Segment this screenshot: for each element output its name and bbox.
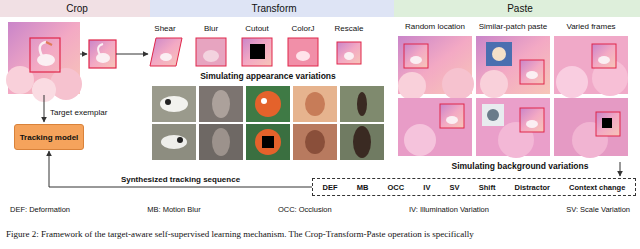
node-text: SV — [450, 183, 460, 192]
abbreviation-row: DEF: Deformation MB: Motion Blur OCC: Occl… — [10, 205, 630, 214]
abbreviation-text: IV: Illumination Variation — [409, 205, 489, 214]
annotation-label: Simulating appearance variations — [200, 71, 336, 81]
appearance-examples — [152, 86, 384, 160]
variation-box: DEF MB OCC IV SV Shift Distractor Context chang… — [312, 178, 636, 196]
figure-caption: Figure 2: Framework of the target-aware … — [6, 229, 474, 239]
annotation-label: Cutout — [245, 24, 269, 33]
annotation-label: Blur — [204, 24, 218, 33]
annotation-label: Simulating background variations — [452, 161, 589, 171]
abbreviation-text: SV: Scale Variation — [566, 205, 630, 214]
annotation-label: ColorJ — [291, 24, 314, 33]
annotation-label: Varied frames — [566, 22, 615, 31]
crop-image — [6, 22, 82, 102]
node-text: Paste — [507, 3, 533, 14]
abbreviation-text: OCC: Occlusion — [278, 205, 332, 214]
abbreviation-text: MB: Motion Blur — [147, 205, 200, 214]
annotation-label: Target exemplar — [50, 108, 107, 117]
annotation-label: Random location — [405, 22, 465, 31]
annotation-label: Rescale — [335, 24, 364, 33]
node-text: Context change — [569, 183, 625, 192]
cropped-target — [89, 40, 116, 68]
node-text: Shift — [479, 183, 496, 192]
connector-arrow — [49, 151, 312, 187]
section-band: Transform — [150, 0, 398, 17]
node-text: Crop — [66, 3, 88, 14]
node-text: Transform — [251, 3, 296, 14]
node-text: IV — [423, 183, 430, 192]
annotation-label: Similar-patch paste — [479, 22, 547, 31]
transform-thumbnails — [150, 38, 361, 66]
abbreviation-text: DEF: Deformation — [10, 205, 70, 214]
connector-label: Synthesized tracking sequence — [119, 175, 242, 184]
section-band: Paste — [394, 0, 640, 17]
paste-examples — [398, 36, 628, 158]
node-text: DEF — [323, 183, 338, 192]
node-text: OCC — [388, 183, 405, 192]
annotation-label: Shear — [154, 24, 175, 33]
model-box: Tracking model — [14, 124, 84, 150]
node-text: Tracking model — [20, 133, 79, 142]
node-text: MB — [357, 183, 369, 192]
section-band: Crop — [0, 0, 154, 17]
node-text: Distractor — [515, 183, 550, 192]
